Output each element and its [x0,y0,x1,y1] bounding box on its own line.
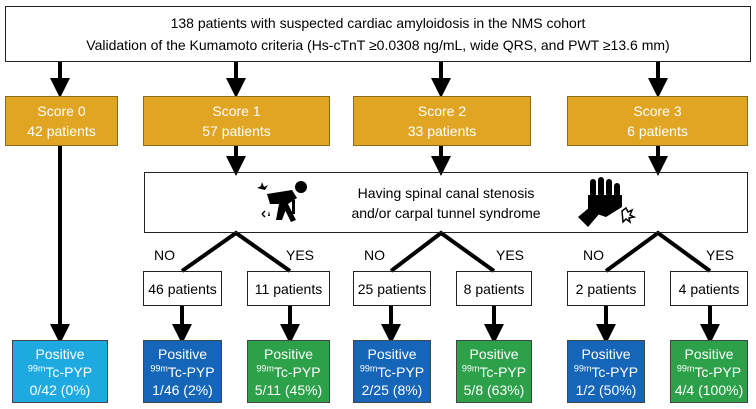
result-value: 0/42 (0%) [29,381,91,398]
result-title: Positive [35,345,85,362]
result-value: 4/4 (100%) [674,381,744,398]
score-patients: 42 patients [27,123,96,139]
result-box-score0: Positive 99mTc-PYP 0/42 (0%) [12,340,108,403]
cohort-header-box: 138 patients with suspected cardiac amyl… [5,6,751,62]
count-text: 25 patients [357,280,427,297]
result-title: Positive [581,345,631,362]
isotope-superscript: 99m [359,362,378,373]
branch-no-label-score2: NO [364,247,385,263]
tracer-name: Tc-PYP [377,363,425,380]
result-box-score2-yes: Positive 99mTc-PYP 5/8 (63%) [456,340,532,403]
score-patients: 57 patients [202,123,271,139]
score-patients: 6 patients [627,123,688,139]
back-pain-person-icon [257,181,307,222]
isotope-superscript: 99m [256,362,274,373]
tracer-name: Tc-PYP [479,363,527,380]
isotope-superscript: 99m [573,362,592,373]
wrist-pain-hand-icon [578,177,637,227]
count-text: 11 patients [254,280,323,297]
score-0-box: Score 0 42 patients [5,96,118,146]
result-tracer: 99mTc-PYP [28,363,92,381]
result-value: 2/25 (8%) [361,381,423,398]
score-patients: 33 patients [407,123,477,139]
result-box-score3-no: Positive 99mTc-PYP 1/2 (50%) [567,340,645,403]
count-box-score2-yes: 8 patients [456,271,532,306]
result-title: Positive [367,345,417,362]
result-title: Positive [469,345,519,362]
tracer-name: Tc-PYP [591,363,639,380]
tracer-name: Tc-PYP [45,363,93,380]
count-text: 46 patients [148,280,217,297]
branch-yes-label-score3: YES [706,247,735,263]
branch-no-label-score3: NO [583,247,604,263]
result-title: Positive [263,345,314,362]
result-box-score2-no: Positive 99mTc-PYP 2/25 (8%) [353,340,431,403]
tracer-name: Tc-PYP [273,363,321,380]
count-text: 4 patients [678,280,740,297]
score-3-box: Score 3 6 patients [567,96,748,146]
result-tracer: 99mTc-PYP [574,363,638,381]
result-tracer: 99mTc-PYP [360,363,424,381]
isotope-superscript: 99m [27,362,46,373]
result-box-score1-yes: Positive 99mTc-PYP 5/11 (45%) [247,340,330,403]
isotope-superscript: 99m [676,362,695,373]
count-box-score3-no: 2 patients [567,271,645,306]
condition-line2: and/or carpal tunnel syndrome [351,204,541,221]
result-value: 5/8 (63%) [463,381,525,398]
criteria-subtitle: Validation of the Kumamoto criteria (Hs-… [86,37,670,53]
result-value: 1/46 (2%) [152,381,213,398]
count-box-score1-yes: 11 patients [247,271,330,306]
count-box-score1-no: 46 patients [143,271,222,306]
count-box-score3-yes: 4 patients [670,271,748,306]
count-text: 2 patients [575,280,637,297]
condition-box: Having spinal canal stenosis and/or carp… [144,172,748,233]
result-tracer: 99mTc-PYP [462,363,526,381]
result-title: Positive [684,345,734,362]
count-text: 8 patients [463,280,525,297]
isotope-superscript: 99m [461,362,480,373]
condition-line1: Having spinal canal stenosis [357,184,535,201]
result-value: 1/2 (50%) [575,381,637,398]
tracer-name: Tc-PYP [694,363,742,380]
score-label: Score 0 [37,103,86,119]
cohort-title: 138 patients with suspected cardiac amyl… [170,15,586,31]
isotope-superscript: 99m [150,362,168,373]
branch-yes-label-score1: YES [286,247,315,263]
result-value: 5/11 (45%) [254,381,323,398]
result-tracer: 99mTc-PYP [150,363,214,381]
count-box-score2-no: 25 patients [353,271,431,306]
result-title: Positive [157,345,208,362]
result-tracer: 99mTc-PYP [256,363,320,381]
score-1-box: Score 1 57 patients [143,96,330,146]
score-label: Score 2 [417,103,467,119]
result-box-score3-yes: Positive 99mTc-PYP 4/4 (100%) [670,340,748,403]
tracer-name: Tc-PYP [167,363,215,380]
branch-yes-label-score2: YES [496,247,525,263]
result-box-score1-no: Positive 99mTc-PYP 1/46 (2%) [143,340,222,403]
branch-no-label-score1: NO [154,247,175,263]
score-2-box: Score 2 33 patients [353,96,531,146]
score-label: Score 1 [212,103,261,119]
score-label: Score 3 [633,103,682,119]
result-tracer: 99mTc-PYP [677,363,741,381]
